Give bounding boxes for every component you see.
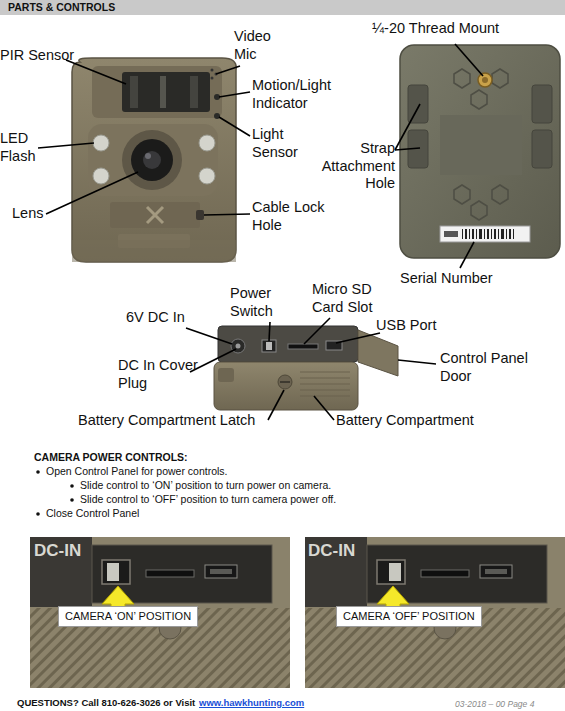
- part-label: ¼-20 Thread Mount: [372, 20, 499, 38]
- part-label: USB Port: [376, 317, 436, 335]
- photo-marking: DC-IN: [34, 541, 81, 562]
- instruction-text: Slide control to ‘ON’ position to turn p…: [80, 479, 331, 492]
- camera-bottom-view: [214, 326, 398, 410]
- part-label: Power Switch: [230, 285, 286, 320]
- control-panel-photo: [30, 537, 290, 688]
- instruction-text: Close Control Panel: [46, 507, 139, 520]
- part-label: PIR Sensor: [0, 47, 74, 65]
- camera-front: [72, 58, 236, 262]
- part-label: Video Mic: [234, 28, 282, 63]
- part-label: Micro SD Card Slot: [312, 281, 397, 316]
- part-label: DC In Cover Plug: [118, 357, 198, 392]
- part-label: Light Sensor: [252, 126, 322, 161]
- part-label: Serial Number: [400, 270, 493, 288]
- callout-box: CAMERA ‘OFF’ POSITION: [336, 606, 482, 627]
- photo-marking: DC-IN: [308, 541, 355, 562]
- part-label: Lens: [12, 205, 43, 223]
- part-label: LED Flash: [0, 130, 46, 165]
- camera-back: [400, 45, 560, 258]
- part-label: Strap Attachment Hole: [305, 140, 395, 193]
- callout-text: CAMERA ‘ON’ POSITION: [65, 610, 191, 623]
- page-number: 03-2018 – 00 Page 4: [455, 699, 534, 709]
- footer-link: www.hawkhunting.com: [199, 697, 304, 709]
- leader-lines: [38, 44, 483, 420]
- part-label: 6V DC In: [126, 309, 185, 327]
- part-label: Battery Compartment: [336, 412, 474, 430]
- instruction-text: Open Control Panel for power controls.: [46, 465, 228, 478]
- part-label: Cable Lock Hole: [252, 199, 352, 234]
- section-title: PARTS & CONTROLS: [8, 1, 115, 14]
- callout-text: CAMERA ‘OFF’ POSITION: [343, 610, 475, 623]
- instruction-text: Slide control to ‘OFF’ position to turn …: [80, 493, 336, 506]
- part-label: Battery Compartment Latch: [78, 412, 255, 430]
- control-panel-photo: [305, 537, 565, 688]
- callout-box: CAMERA ‘ON’ POSITION: [58, 606, 198, 627]
- section-heading: CAMERA POWER CONTROLS:: [34, 451, 188, 464]
- footer-text: QUESTIONS? Call 810-626-3026 or Visit: [17, 697, 195, 709]
- part-label: Control Panel Door: [440, 350, 530, 385]
- part-label: Motion/Light Indicator: [252, 77, 362, 112]
